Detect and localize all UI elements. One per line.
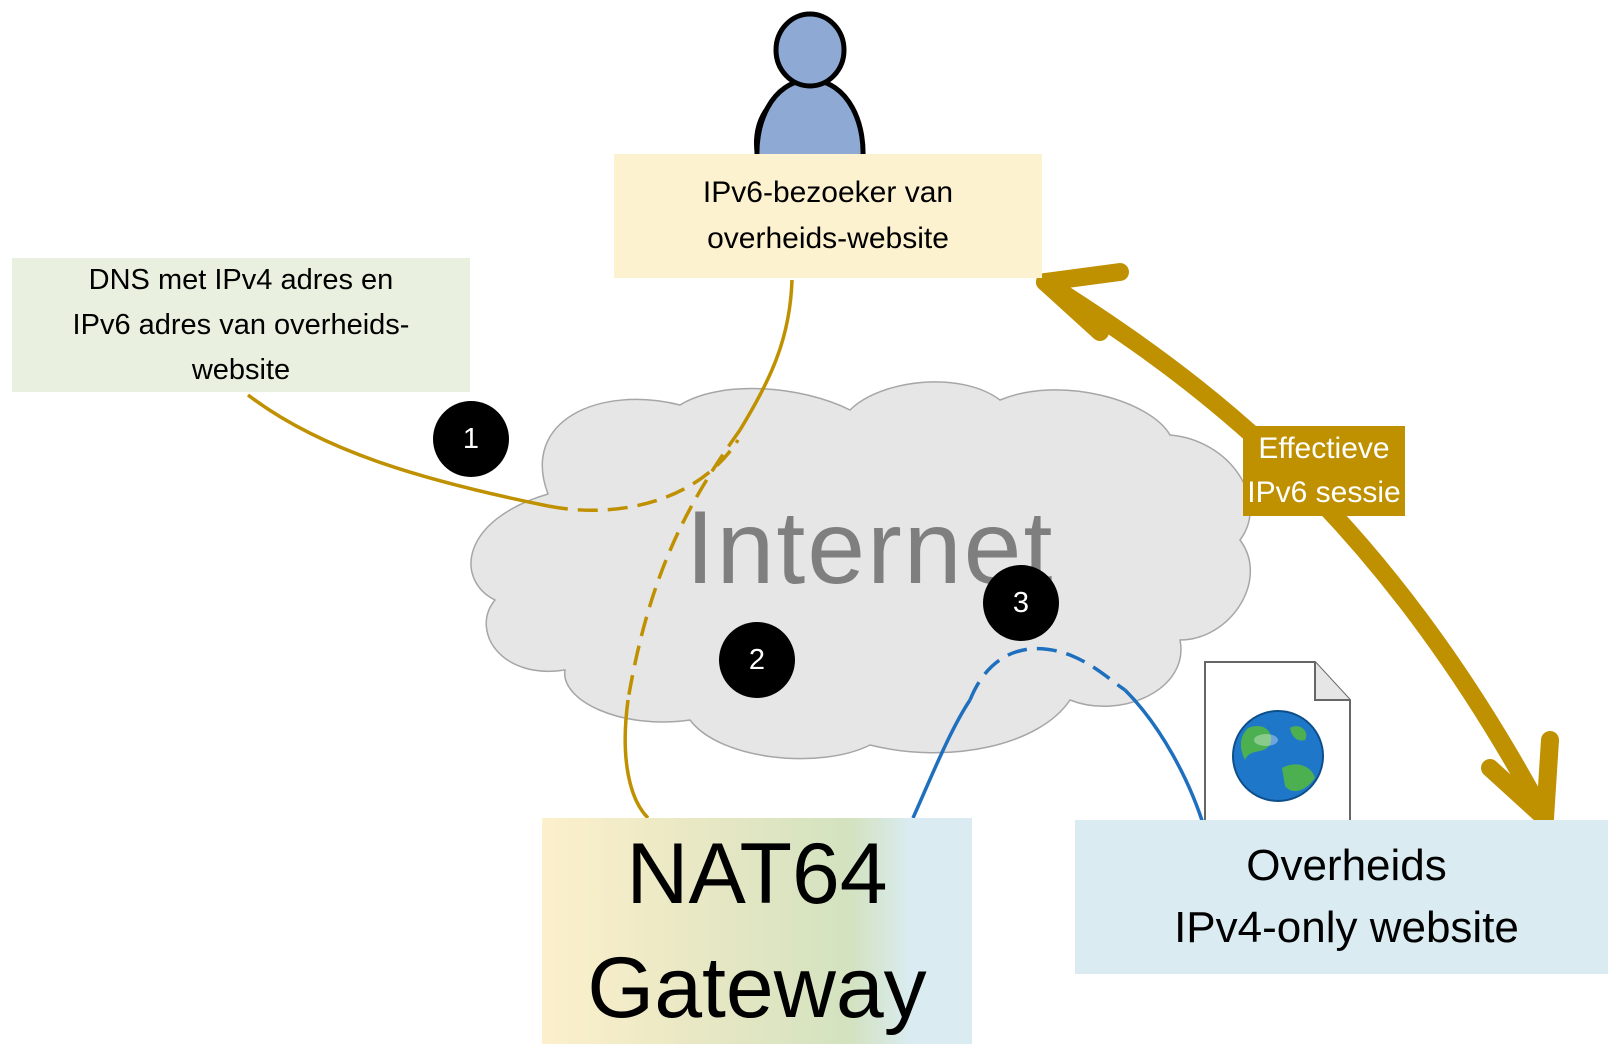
ipv4-path-left <box>911 699 972 819</box>
ipv6-path-dashed <box>626 428 742 701</box>
ipv6-path-bottom <box>623 699 650 820</box>
session-label-line1: Effectieve <box>1258 432 1390 465</box>
step-badge-3: 3 <box>983 565 1059 641</box>
nat64-label-line1: NAT64 <box>626 826 888 922</box>
step-badge-2: 2 <box>719 622 795 698</box>
dns-box: DNS met IPv4 adres en IPv6 adres van ove… <box>12 258 470 392</box>
website-label-line1: Overheids <box>1246 841 1447 890</box>
website-label-line2: IPv4-only website <box>1174 903 1519 952</box>
website-box: Overheids IPv4-only website <box>1075 820 1608 974</box>
dns-query-path <box>246 393 549 508</box>
nat64-label-line2: Gateway <box>587 940 927 1036</box>
visitor-label-line1: IPv6-bezoeker van <box>702 176 954 209</box>
visitor-label-line2: overheids-website <box>707 222 949 255</box>
ipv4-path-right <box>1123 688 1207 831</box>
dns-query-path-dashed <box>547 439 740 512</box>
session-label: Effectieve IPv6 sessie <box>1243 426 1405 516</box>
person-icon <box>753 11 866 171</box>
dns-label-line3: website <box>191 353 291 386</box>
ipv6-path-top <box>738 279 794 431</box>
ipv4-path-dashed <box>968 646 1126 701</box>
step-badge-1: 1 <box>433 401 509 477</box>
visitor-box: IPv6-bezoeker van overheids-website <box>614 154 1042 278</box>
dns-label-line1: DNS met IPv4 adres en <box>88 263 394 296</box>
cloud-icon <box>470 381 1251 760</box>
nat64-gateway-box: NAT64 Gateway <box>542 818 972 1044</box>
web-page-globe-icon <box>1204 661 1351 836</box>
dns-label-line2: IPv6 adres van overheids- <box>72 308 410 341</box>
session-label-line2: IPv6 sessie <box>1247 476 1401 509</box>
